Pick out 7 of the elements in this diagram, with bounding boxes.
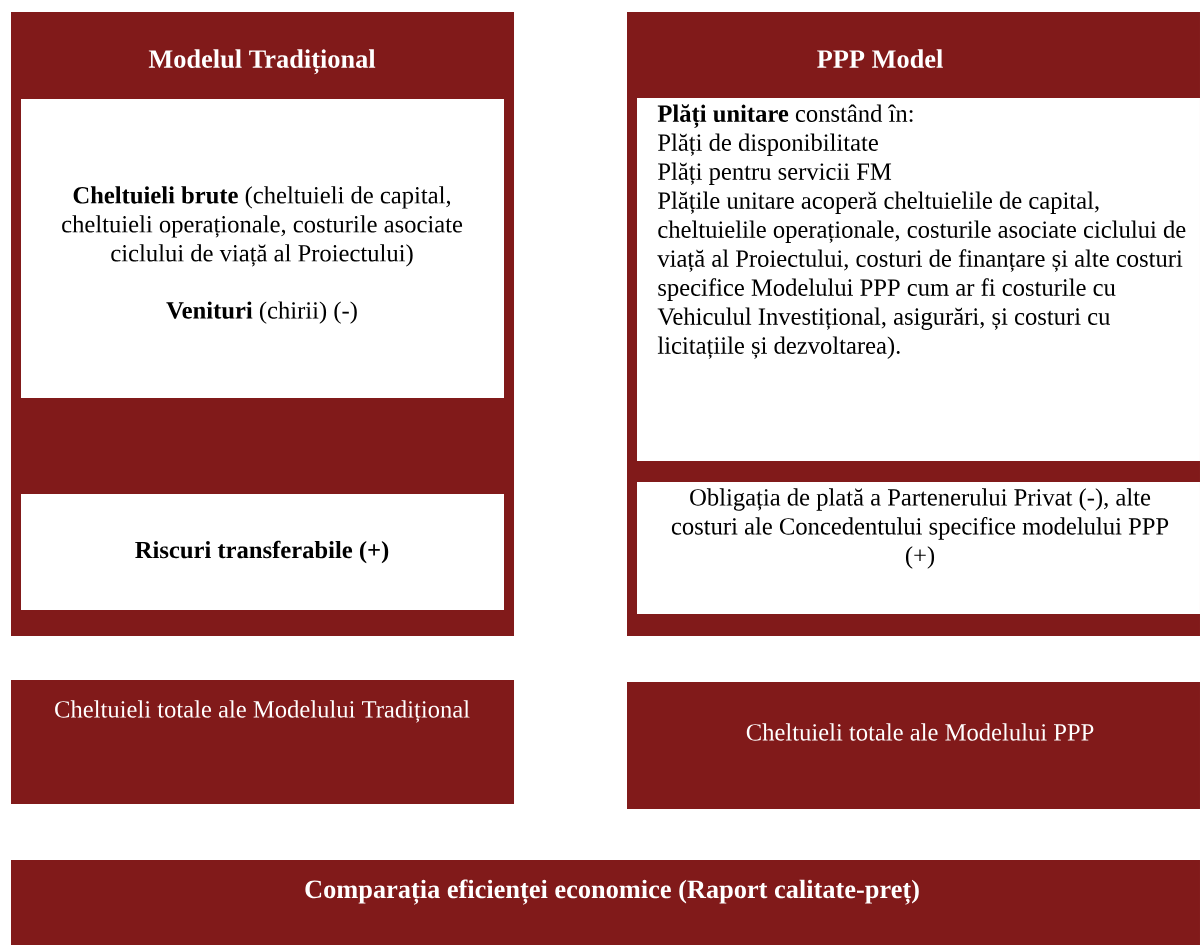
total-box: Cheltuieli totale ale Modelului PPP bbox=[627, 682, 1200, 809]
result-banner: Comparația eficienței economice (Raport calitate-preț) bbox=[11, 860, 1200, 945]
text-box: Plăți unitare constând în: Plăți de disponibilitate Plăți pentru servicii FM Plățile unitare acoperă cheltuielile de capital, cheltuielile operaționale, costurile asociate ciclului de viață al Proiectului, costuri de finanțare și alte costuri specifice Modelului PPP cum ar fi costurile cu Vehiculul Investițional, asigurări, și costuri cu licitațiile și dezvoltarea). bbox=[637, 98, 1200, 461]
text-box: Cheltuieli brute (cheltuieli de capital, cheltuieli operaționale, costurile asociate ciclului de viață al Proiectului) Venituri (chirii) (-) bbox=[21, 99, 504, 398]
text-box: Riscuri transferabile (+) bbox=[21, 494, 504, 610]
total-box: Cheltuieli totale ale Modelului Tradițional bbox=[11, 680, 514, 804]
text-box: Obligația de plată a Partenerului Privat (-), alte costuri ale Concedentului specifice modelului PPP (+) bbox=[637, 482, 1200, 614]
